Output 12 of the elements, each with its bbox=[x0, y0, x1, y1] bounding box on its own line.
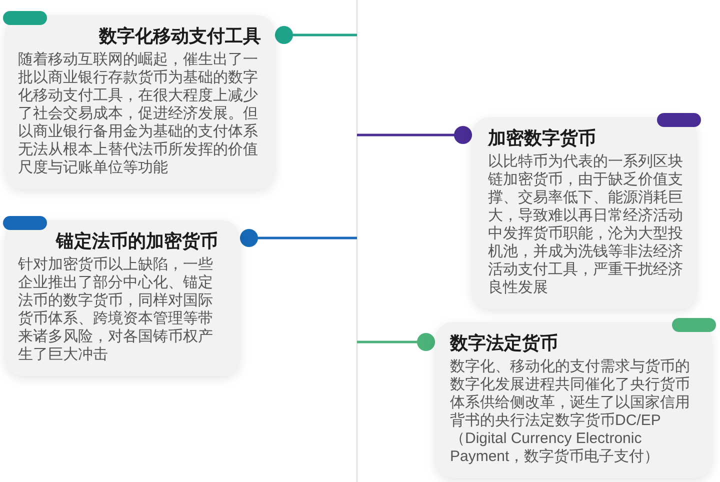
connector-line bbox=[240, 229, 357, 247]
connector-line bbox=[357, 333, 435, 351]
card-text: 数字化、移动化的支付需求与货币的数字化发展进程共同催化了央行货币体系供给侧改革，诞生了以国家信用背书的央行法定数字货币DC/EP（Digital Currency Electronic Payment，数字货币电子支付） bbox=[450, 358, 691, 466]
connector-line bbox=[275, 26, 357, 44]
card-text: 针对加密货币以上缺陷，一些企业推出了部分中心化、锚定法币的数字货币，同样对国际货币体系、跨境资本管理等带来诸多风险，对各国铸币权产生了巨大冲击 bbox=[18, 256, 214, 364]
card-title: 数字化移动支付工具 bbox=[98, 25, 261, 47]
card-title: 加密数字货币 bbox=[488, 127, 597, 149]
connector-line bbox=[357, 126, 472, 144]
card-title: 锚定法币的加密货币 bbox=[54, 230, 218, 252]
card-text: 以比特币为代表的一系列区块链加密货币，由于缺乏价值支撑、交易率低下、能源消耗巨大，导致难以再日常经济活动中发挥货币职能，沦为大型投机池，并成为洗钱等非法经济活动支付工具，严重干扰经济良性发展 bbox=[488, 153, 684, 297]
card-title: 数字法定货币 bbox=[450, 332, 559, 354]
card-text: 随着移动互联网的崛起，催生出了一批以商业银行存款货币为基础的数字化移动支付工具，在很大程度上减少了社会交易成本，促进经济发展。但以商业银行备用金为基础的支付体系无法从根本上替代法币所发挥的价值尺度与记账单位等功能 bbox=[18, 51, 259, 177]
